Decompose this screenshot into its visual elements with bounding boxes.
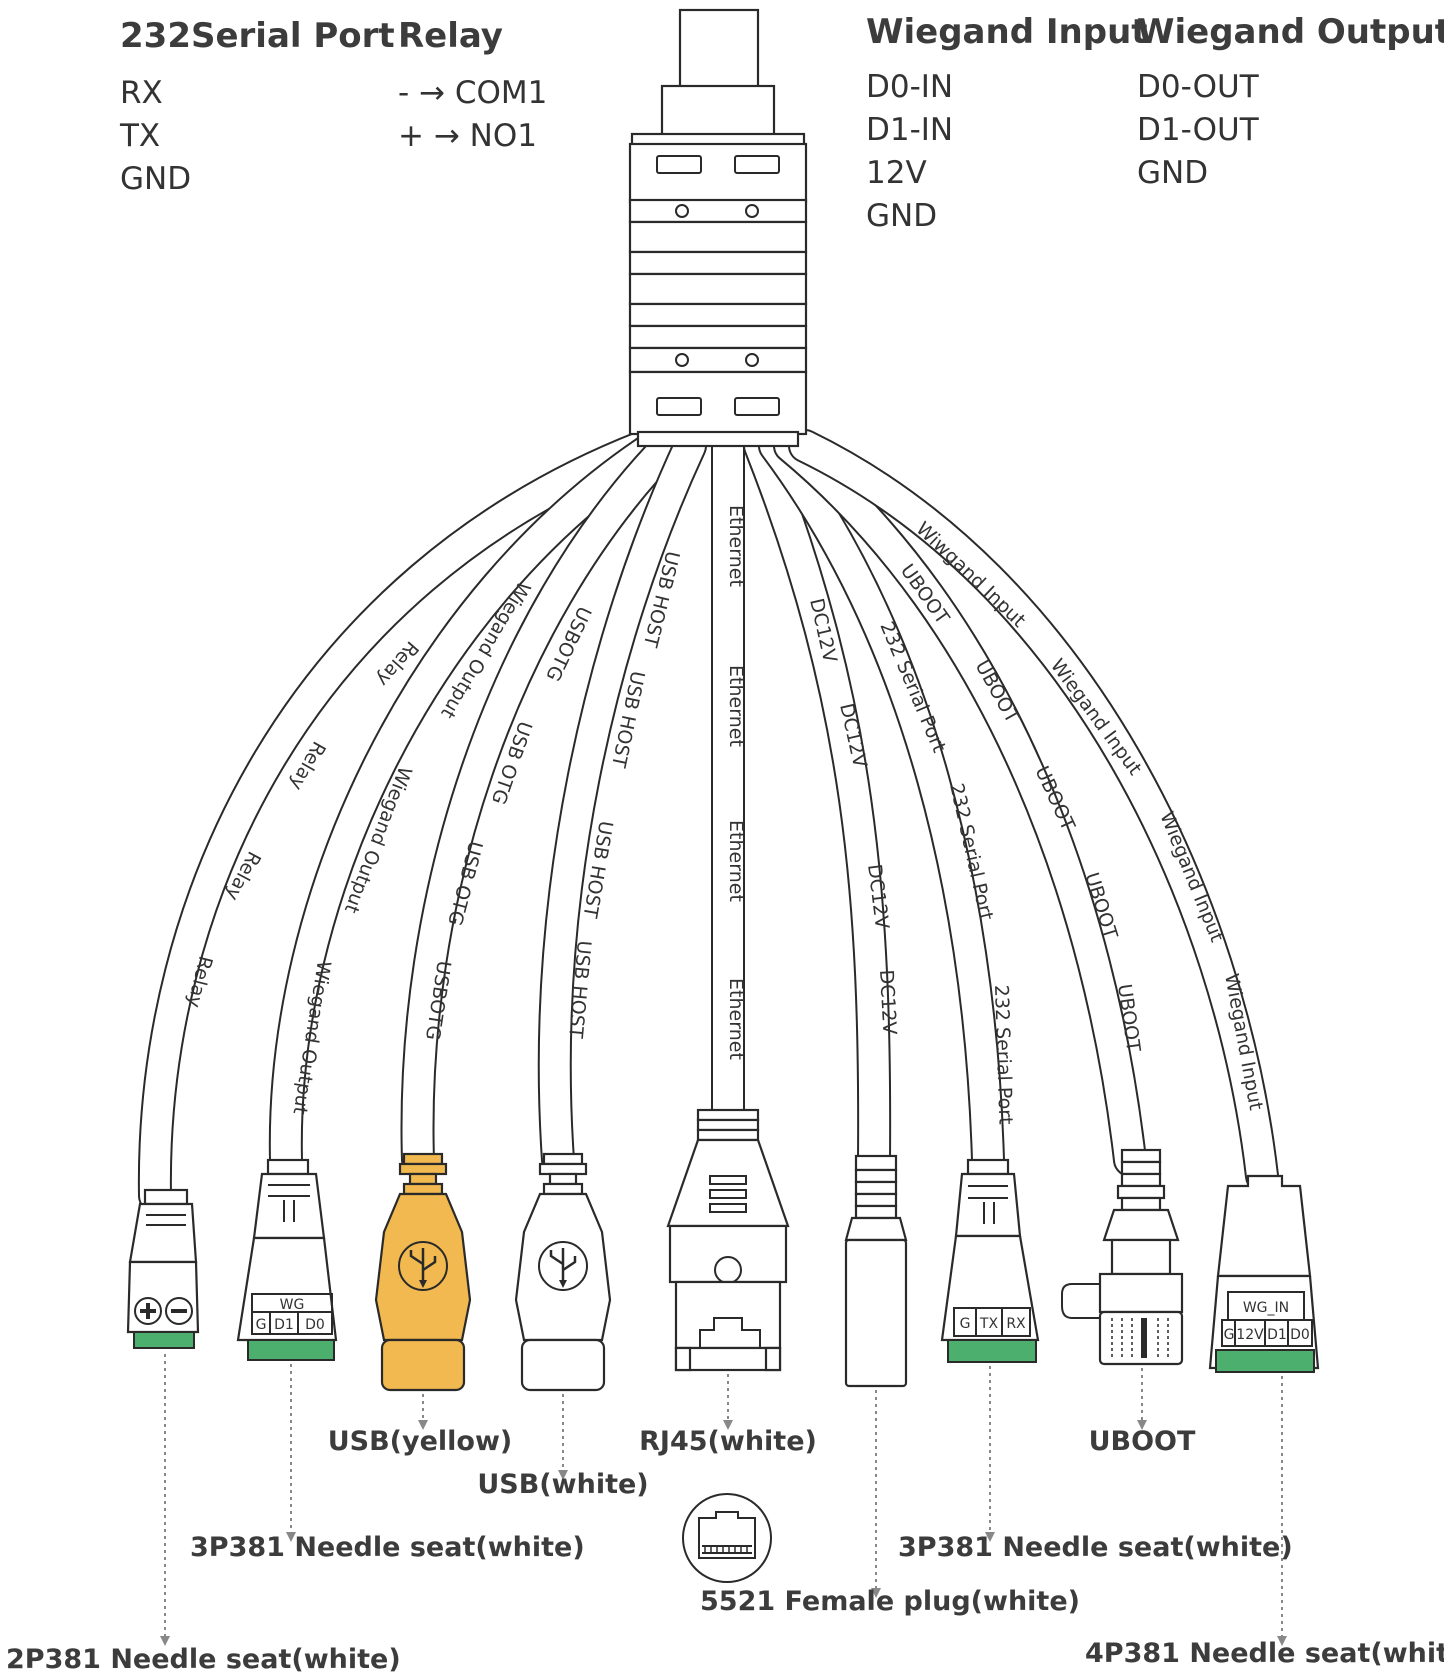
cable-text-ethernet: Ethernet [725, 820, 747, 902]
label-usb-white: USB(white) [477, 1469, 648, 1500]
cable-text-ethernet: Ethernet [725, 978, 747, 1060]
label-female-plug: 5521 Female plug(white) [700, 1586, 1080, 1617]
svg-text:G: G [1224, 1327, 1235, 1343]
wiegand-input-pin-d0: D0-IN [866, 69, 953, 105]
label-needle-3p-right: 3P381 Needle seat(white) [898, 1532, 1293, 1563]
cable-text-serial-port: 232 Serial Port [990, 984, 1016, 1124]
relay-heading: Relay [398, 16, 503, 56]
label-needle-2p: 2P381 Needle seat(white) [6, 1644, 401, 1675]
relay-pin-com1: - → COM1 [398, 75, 547, 111]
wiegand-input-4p-terminal: WG_IN G 12V D1 D0 [1208, 1174, 1320, 1373]
svg-text:TX: TX [979, 1316, 999, 1332]
cable-bundle [155, 446, 1262, 1196]
label-uboot: UBOOT [1089, 1426, 1196, 1457]
wiegand-input-heading: Wiegand Input [866, 12, 1148, 52]
label-needle-3p-left: 3P381 Needle seat(white) [190, 1532, 585, 1563]
usb-white-connector [514, 1152, 612, 1392]
svg-text:D0: D0 [1290, 1327, 1310, 1343]
svg-text:WG_IN: WG_IN [1243, 1300, 1289, 1316]
pointer-lines [160, 1354, 1287, 1646]
label-usb-yellow: USB(yellow) [328, 1426, 513, 1457]
label-needle-4p: 4P381 Needle seat(white) [1085, 1638, 1444, 1669]
dc-female-plug [844, 1154, 908, 1388]
relay-2p-terminal [126, 1188, 200, 1349]
usb-icon [398, 1241, 448, 1291]
rj45-port-icon [682, 1493, 772, 1583]
cable-text-wiegand-input: Wiegand Input [1046, 655, 1146, 779]
relay-pin-no1: + → NO1 [398, 118, 537, 154]
svg-text:12V: 12V [1236, 1327, 1264, 1343]
uboot-connector [1061, 1148, 1184, 1366]
wiegand-output-pin-gnd: GND [1137, 155, 1208, 191]
wiegand-input-pin-gnd: GND [866, 198, 937, 234]
cable-text-ethernet: Ethernet [725, 505, 747, 587]
minus-icon [165, 1297, 193, 1325]
serial-3p-terminal: G TX RX [940, 1158, 1040, 1363]
plus-icon [134, 1297, 162, 1325]
wiegand-input-pin-12v: 12V [866, 155, 927, 191]
svg-text:RX: RX [1006, 1316, 1026, 1332]
svg-text:D1: D1 [1267, 1327, 1287, 1343]
usb-yellow-connector [374, 1152, 472, 1392]
wiegand-input-pin-d1: D1-IN [866, 112, 953, 148]
wiegand-output-3p-terminal: WG G D1 D0 [236, 1158, 338, 1361]
svg-text:WG: WG [280, 1297, 305, 1313]
rj45-connector [666, 1108, 790, 1372]
serial-pin-gnd: GND [120, 161, 191, 197]
svg-text:G: G [256, 1317, 267, 1333]
label-rj45: RJ45(white) [639, 1426, 817, 1457]
cable-text-ethernet: Ethernet [725, 665, 747, 747]
svg-text:D0: D0 [305, 1317, 325, 1333]
serial-pin-rx: RX [120, 75, 163, 111]
main-connector-plug [628, 8, 808, 448]
serial-heading: 232Serial Port [120, 16, 395, 56]
svg-text:G: G [960, 1316, 971, 1332]
cable-text-dc12v: DC12V [875, 969, 900, 1035]
usb-icon [538, 1241, 588, 1291]
serial-pin-tx: TX [119, 118, 160, 154]
wiegand-output-pin-d1: D1-OUT [1137, 112, 1260, 148]
wiegand-output-pin-d0: D0-OUT [1137, 69, 1260, 105]
svg-text:D1: D1 [274, 1317, 294, 1333]
wiegand-output-heading: Wiegand Output [1137, 12, 1444, 52]
